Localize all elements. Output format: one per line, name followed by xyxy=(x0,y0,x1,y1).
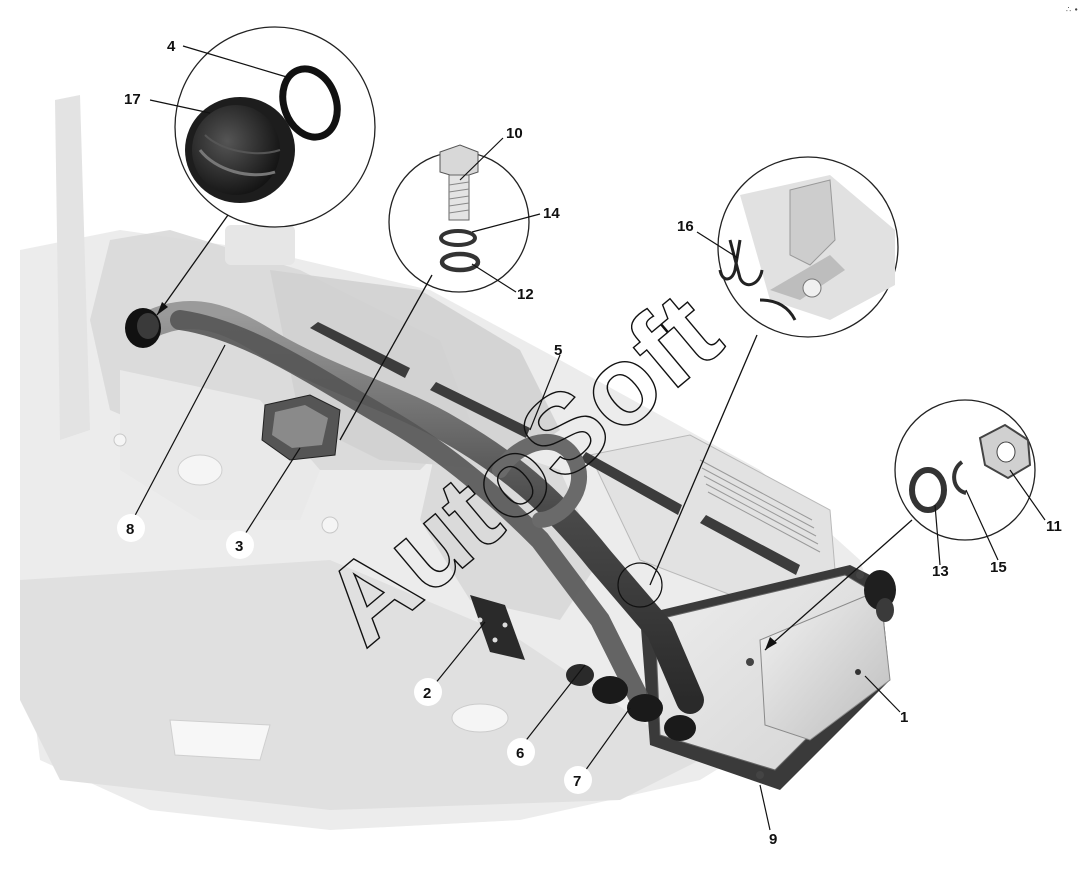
callout-17: 17 xyxy=(124,91,141,108)
detail-nut-washers xyxy=(764,399,1036,651)
callout-3: 3 xyxy=(235,538,243,555)
leader-lines xyxy=(129,45,1046,831)
callout-12: 12 xyxy=(517,286,534,303)
callout-labels: 1 2 3 4 5 6 7 8 9 10 11 12 13 14 15 16 1… xyxy=(117,38,1062,848)
callout-4: 4 xyxy=(167,38,176,55)
mounting-plate xyxy=(470,595,525,660)
callout-13: 13 xyxy=(932,563,949,580)
mounting-bracket xyxy=(261,394,341,461)
callout-16: 16 xyxy=(677,218,694,235)
detail-cap-ring xyxy=(156,26,376,316)
callout-11: 11 xyxy=(1046,518,1062,535)
callout-9: 9 xyxy=(769,831,777,848)
callout-6: 6 xyxy=(516,745,524,762)
duct-strips xyxy=(310,322,800,575)
callout-10: 10 xyxy=(506,125,523,142)
detail-bolt-washers xyxy=(339,144,530,441)
callout-14: 14 xyxy=(543,205,560,222)
detail-clip xyxy=(617,156,899,608)
callout-8: 8 xyxy=(126,521,134,538)
corner-mark: ∴ ∙ xyxy=(1066,5,1079,14)
callout-2: 2 xyxy=(423,685,431,702)
callout-15: 15 xyxy=(990,559,1007,576)
callout-7: 7 xyxy=(573,773,581,790)
callout-1: 1 xyxy=(900,709,908,726)
callout-5: 5 xyxy=(554,342,562,359)
pipe-assembly xyxy=(125,301,704,741)
